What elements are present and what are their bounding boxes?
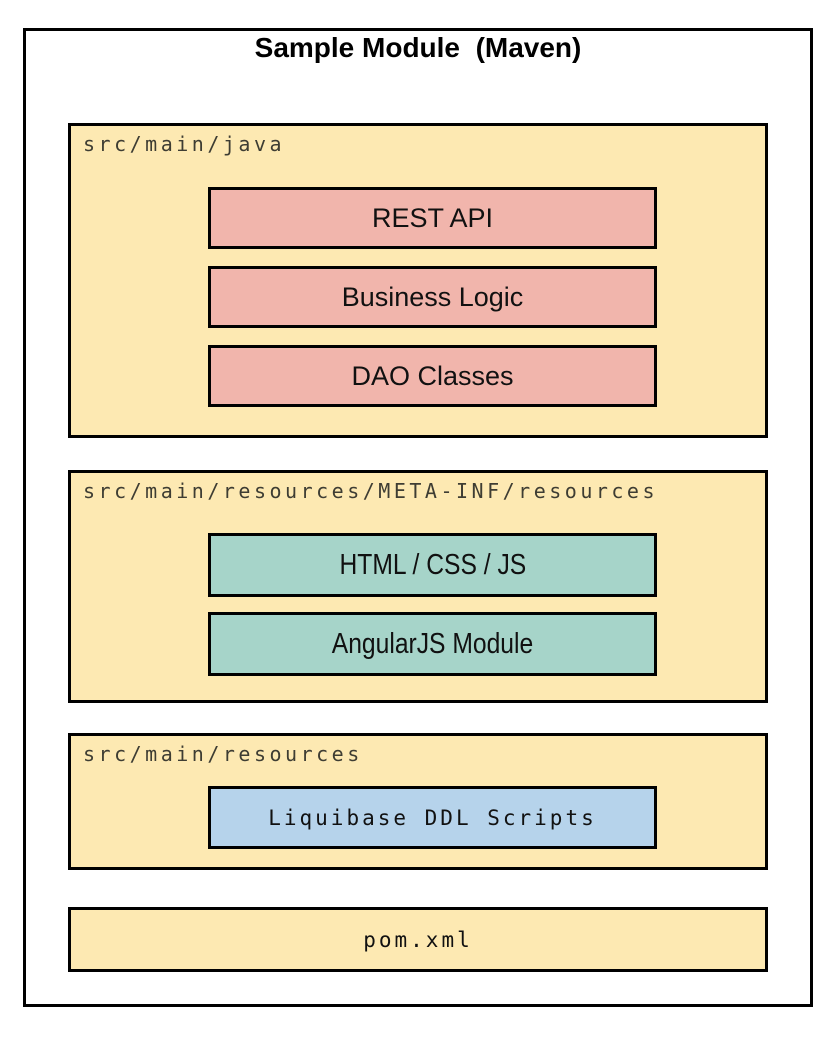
item-rest-api: REST API: [208, 187, 657, 249]
item-html-css-js-label: HTML / CSS / JS: [339, 548, 526, 581]
item-html-css-js: HTML / CSS / JS: [208, 533, 657, 597]
item-angularjs-module: AngularJS Module: [208, 612, 657, 676]
group-src-main-resources-meta-inf: src/main/resources/META-INF/resources HT…: [68, 470, 768, 703]
pom-xml-box: pom.xml: [68, 907, 768, 972]
group-label-src-main-java: src/main/java: [83, 132, 286, 156]
module-outer-box: Sample Module (Maven) src/main/java REST…: [23, 28, 813, 1007]
group-label-src-main-resources: src/main/resources: [83, 742, 363, 766]
diagram-title: Sample Module (Maven): [254, 32, 582, 63]
group-src-main-resources: src/main/resources Liquibase DDL Scripts: [68, 733, 768, 870]
item-business-logic: Business Logic: [208, 266, 657, 328]
group-label-src-main-resources-meta-inf: src/main/resources/META-INF/resources: [83, 479, 659, 503]
item-liquibase-ddl-scripts: Liquibase DDL Scripts: [208, 786, 657, 849]
group-src-main-java: src/main/java REST API Business Logic DA…: [68, 123, 768, 438]
item-dao-classes: DAO Classes: [208, 345, 657, 407]
item-angularjs-module-label: AngularJS Module: [331, 627, 534, 660]
